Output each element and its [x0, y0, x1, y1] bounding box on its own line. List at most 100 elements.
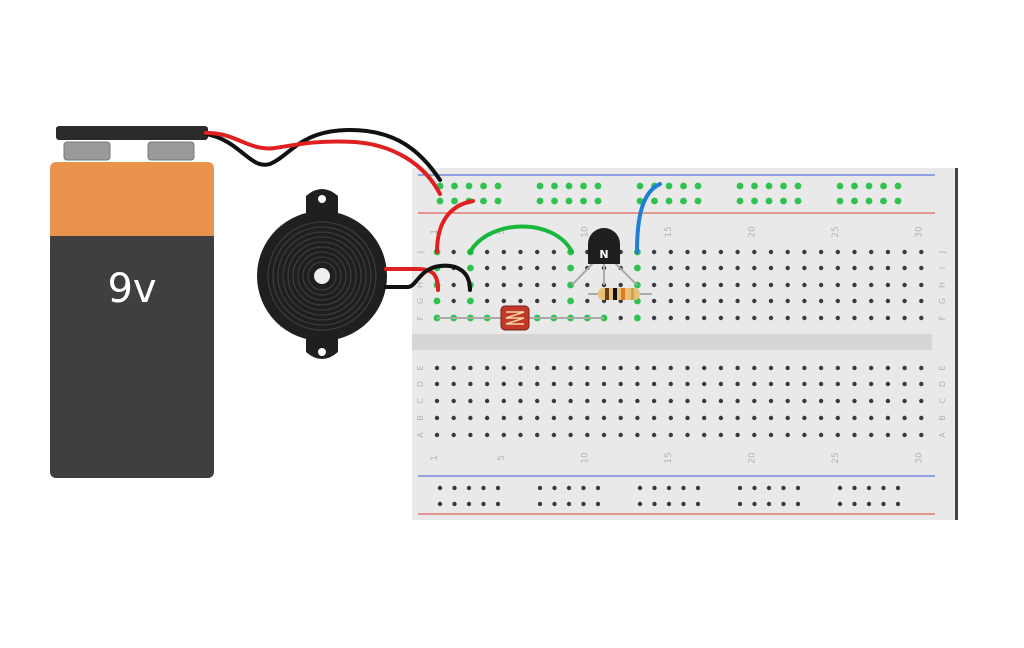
photoresistor [437, 305, 604, 331]
breadboard-hole [501, 265, 506, 271]
breadboard-hole [902, 265, 907, 271]
breadboard-hole [785, 298, 790, 304]
breadboard-hole [551, 298, 557, 304]
breadboard-hole [668, 265, 673, 271]
breadboard-hole [902, 365, 907, 371]
breadboard-hole [601, 432, 607, 438]
breadboard-hole [852, 415, 857, 421]
breadboard-hole [634, 314, 641, 322]
breadboard-hole [735, 298, 740, 304]
resistor-band-2 [613, 288, 617, 300]
breadboard-hole [568, 398, 573, 404]
breadboard-hole [785, 432, 790, 438]
breadboard-hole [702, 298, 707, 304]
breadboard-hole [735, 249, 740, 255]
breadboard-hole [668, 249, 673, 255]
breadboard-hole [919, 398, 924, 404]
breadboard-hole [685, 415, 690, 421]
breadboard-hole [718, 415, 724, 421]
battery-9v: 9v [50, 126, 214, 478]
breadboard-hole [852, 432, 857, 438]
breadboard-hole [869, 282, 874, 288]
jumper-wire-blue [635, 182, 662, 254]
breadboard-hole [852, 265, 857, 271]
power-rail-hole [766, 485, 772, 491]
buzzer-mount-bottom [306, 336, 338, 359]
buzzer-ring [292, 246, 352, 306]
power-rail-hole [736, 182, 744, 190]
breadboard-hole [451, 415, 456, 421]
breadboard-hole [735, 381, 740, 387]
power-rail-hole [666, 485, 672, 491]
breadboard-hole [785, 282, 790, 288]
breadboard-hole [434, 432, 440, 438]
power-rail-hole [836, 182, 844, 190]
breadboard-hole [752, 249, 757, 255]
breadboard-hole [668, 381, 673, 387]
breadboard-hole [885, 398, 891, 404]
row-label: H [938, 282, 947, 288]
breadboard-hole [518, 432, 523, 438]
power-rail-hole [681, 485, 686, 491]
power-rail-hole [566, 501, 572, 507]
power-rail-hole [852, 485, 857, 491]
power-rail-hole [780, 182, 787, 190]
power-rail-hole [480, 197, 487, 205]
breadboard-hole [434, 365, 440, 371]
breadboard-hole [852, 315, 857, 321]
power-rail-hole [581, 485, 586, 491]
breadboard-hole [651, 415, 657, 421]
breadboard-hole [601, 381, 607, 387]
power-rail-hole [466, 485, 472, 491]
breadboard-hole [484, 432, 490, 438]
breadboard-hole [885, 249, 891, 255]
breadboard-hole [668, 315, 673, 321]
power-rail-hole [652, 501, 657, 507]
buzzer-ring [302, 256, 342, 296]
breadboard-hole [551, 249, 557, 255]
breadboard-hole [635, 365, 640, 371]
breadboard-hole [501, 282, 506, 288]
buzzer-rings [267, 221, 377, 331]
resistor-band-3 [621, 288, 625, 300]
breadboard-hole [702, 265, 707, 271]
breadboard-hole [551, 415, 557, 421]
breadboard-hole [768, 415, 774, 421]
breadboard-hole [484, 265, 490, 271]
breadboard-hole [785, 315, 790, 321]
breadboard-hole [585, 282, 590, 288]
breadboard-hole [768, 365, 774, 371]
breadboard-edge [955, 168, 958, 520]
buzzer-center [314, 268, 330, 284]
breadboard-hole [651, 282, 657, 288]
breadboard-hole [802, 381, 807, 387]
breadboard-hole [835, 315, 840, 321]
breadboard-hole [835, 415, 840, 421]
breadboard-hole [685, 282, 690, 288]
breadboard-hole [434, 381, 440, 387]
breadboard-hole [567, 264, 574, 272]
power-rail-hole [666, 501, 672, 507]
breadboard-hole [501, 298, 506, 304]
buzzer-ring [272, 226, 372, 326]
buzzer-mount-hole-bottom [318, 348, 326, 356]
breadboard-hole [618, 432, 623, 438]
breadboard-hole [902, 249, 907, 255]
resistor [588, 288, 652, 300]
breadboard-hole [702, 249, 707, 255]
breadboard-hole [802, 365, 807, 371]
power-rail-hole [665, 197, 673, 205]
breadboard-hole [785, 265, 790, 271]
row-label: F [416, 315, 425, 320]
breadboard-hole [869, 265, 874, 271]
row-label: A [938, 432, 947, 438]
breadboard-hole [735, 432, 740, 438]
row-label: I [938, 267, 947, 269]
resistor-band-1 [605, 288, 609, 300]
power-rail-hole [866, 501, 872, 507]
power-rail-hole [780, 197, 787, 205]
column-label-top: 20 [747, 226, 757, 238]
row-label: J [416, 251, 425, 254]
breadboard-hole [802, 249, 807, 255]
row-label: A [416, 432, 425, 438]
